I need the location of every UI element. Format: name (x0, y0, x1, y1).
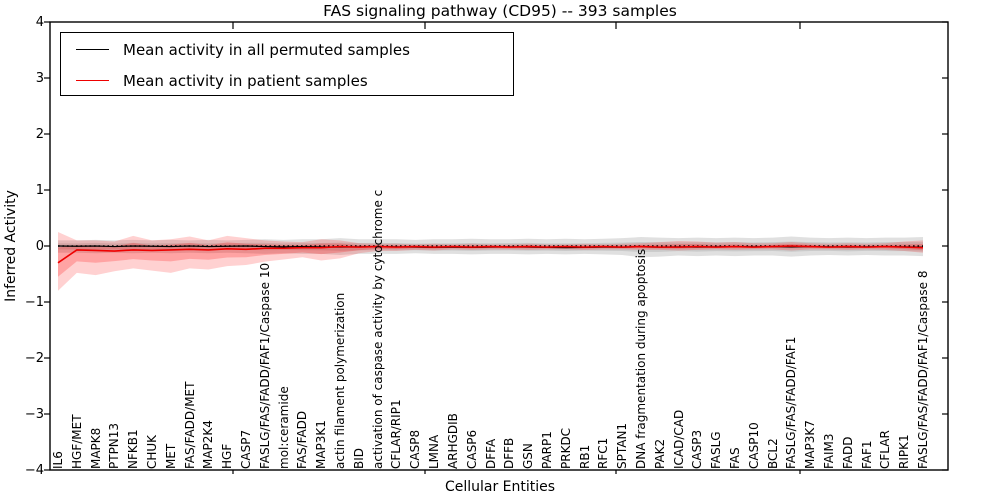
x-tick-label: mol:ceramide (276, 386, 291, 469)
x-tick-label: GSN (521, 443, 536, 469)
x-tick-label: PAK2 (652, 438, 667, 469)
x-tick-label: FASLG (709, 431, 724, 469)
x-tick-label: PARP1 (539, 431, 554, 469)
x-tick-label: RFC1 (596, 437, 611, 469)
x-tick-label: actin filament polymerization (333, 292, 348, 469)
y-tick-label: 2 (35, 126, 44, 142)
x-tick-label: CFLAR/RIP1 (389, 399, 404, 469)
x-tick-label: RIPK1 (897, 434, 912, 469)
x-tick-label: DFFB (502, 437, 517, 469)
patient-mean-line (57, 245, 924, 264)
x-tick-label: FASLG/FAS/FADD/FAF1/Caspase 8 (916, 270, 930, 470)
x-tick-label: CASP7 (239, 429, 254, 469)
y-tick-label: −3 (24, 406, 44, 422)
x-tick-label: ARHGDIB (445, 413, 460, 469)
x-tick-label: SPTAN1 (615, 422, 630, 469)
legend-label-patient: Mean activity in patient samples (123, 71, 368, 90)
x-tick-label: HGF (220, 443, 235, 469)
x-tick-label: PTPN13 (107, 422, 122, 469)
x-tick-label: LMNA (427, 434, 442, 469)
x-tick-label: BCL2 (765, 438, 780, 469)
legend-entry-permuted: Mean activity in all permuted samples (61, 35, 513, 64)
patient-line-sample (76, 80, 109, 81)
x-tick-label: FAS/FADD (295, 410, 310, 469)
chart-title: FAS signaling pathway (CD95) -- 393 samp… (323, 2, 677, 20)
x-tick-label: FADD (840, 436, 855, 470)
legend-label-permuted: Mean activity in all permuted samples (123, 40, 410, 59)
patient-band-inner (58, 242, 923, 277)
x-tick-label: BID (351, 447, 366, 469)
x-tick-label: RB1 (577, 444, 592, 469)
x-tick-label: PRKDC (558, 427, 573, 469)
x-tick-label: CASP8 (408, 429, 423, 469)
x-tick-label: ICAD/CAD (671, 409, 686, 469)
legend-box: Mean activity in all permuted samples Me… (60, 32, 514, 96)
x-tick-label: FASLG/FAS/FADD/FAF1/Caspase 10 (257, 262, 272, 469)
x-tick-label: FASLG/FAS/FADD/FAF1 (784, 336, 799, 469)
y-tick-label: 0 (35, 238, 44, 254)
x-tick-label: HGF/MET (69, 414, 84, 469)
x-tick-label: CASP10 (746, 422, 761, 469)
x-tick-label: MAP2K4 (201, 420, 216, 469)
legend-entry-patient: Mean activity in patient samples (61, 66, 513, 95)
x-tick-label: MAP3K7 (803, 420, 818, 469)
x-tick-label: CFLAR (878, 430, 893, 469)
y-tick-label: −4 (24, 462, 44, 478)
x-tick-label: CASP6 (464, 429, 479, 469)
x-tick-label: activation of caspase activity by cytoch… (370, 189, 385, 469)
x-tick-label: MET (163, 443, 178, 469)
x-tick-label: IL6 (51, 451, 65, 469)
y-tick-label: 4 (35, 14, 44, 30)
x-tick-label: FAF1 (859, 440, 874, 469)
x-axis-label: Cellular Entities (444, 479, 556, 495)
x-tick-label: CASP3 (690, 429, 705, 469)
x-tick-label: NFKB1 (126, 429, 141, 469)
permuted-line-sample (76, 49, 109, 50)
x-tick-label: DNA fragmentation during apoptosis (633, 248, 648, 469)
y-tick-label: 1 (35, 182, 44, 198)
y-tick-label: −2 (24, 350, 44, 366)
x-tick-label: MAPK8 (88, 427, 103, 469)
x-tick-label: DFFA (483, 438, 498, 469)
y-tick-label: −1 (24, 294, 44, 310)
x-tick-label: FAS/FADD/MET (182, 381, 197, 469)
x-tick-label: FAIM3 (821, 433, 836, 469)
x-tick-label: CHUK (145, 434, 160, 469)
x-tick-label: MAP3K1 (314, 420, 329, 469)
y-tick-label: 3 (35, 70, 44, 86)
x-tick-label: FAS (727, 447, 742, 469)
